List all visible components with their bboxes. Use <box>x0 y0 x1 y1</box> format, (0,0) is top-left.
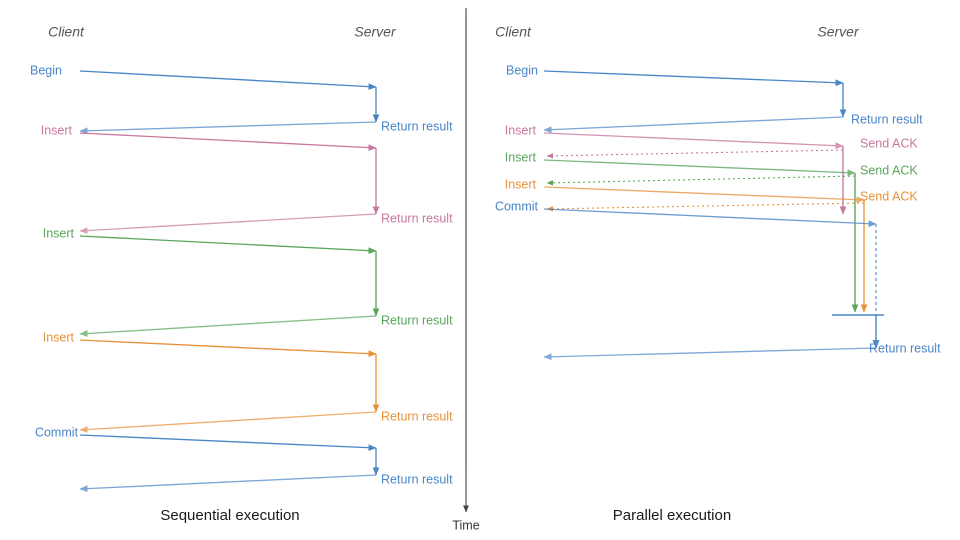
client-message-label-4: Commit <box>35 425 79 439</box>
client-actor-label: Client <box>495 24 532 40</box>
server-message-label-1: Return result <box>381 211 453 225</box>
ack-return-1 <box>546 175 856 186</box>
response-arrow-insert2 <box>79 315 377 337</box>
request-arrow-insert3 <box>543 186 865 204</box>
response-arrow-commit <box>543 347 877 361</box>
response-arrow-insert3 <box>79 411 377 433</box>
server-message-label-0: Return result <box>851 112 923 126</box>
client-message-label-3: Insert <box>43 330 75 344</box>
request-arrow-insert2 <box>543 159 856 177</box>
time-axis-label: Time <box>452 518 479 532</box>
server-message-label-4: Return result <box>869 341 941 355</box>
ack-return-0 <box>546 149 844 159</box>
ack-return-2 <box>546 202 865 212</box>
request-arrow-commit <box>543 208 877 228</box>
request-arrow-commit <box>79 434 377 452</box>
client-message-label-1: Insert <box>505 123 537 137</box>
client-message-label-0: Begin <box>506 63 538 77</box>
client-actor-label: Client <box>48 24 85 40</box>
request-arrow-begin <box>79 70 377 90</box>
server-message-label-1: Send ACK <box>860 136 918 150</box>
server-message-label-0: Return result <box>381 119 453 133</box>
server-message-label-3: Send ACK <box>860 189 918 203</box>
server-actor-label: Server <box>354 24 397 40</box>
server-message-label-2: Send ACK <box>860 163 918 177</box>
response-arrow-begin <box>79 121 377 135</box>
time-axis-layer: Time <box>452 8 480 532</box>
server-actor-label: Server <box>817 24 860 40</box>
client-message-label-4: Commit <box>495 199 539 213</box>
request-arrow-insert1 <box>543 132 844 150</box>
response-arrow-insert1 <box>79 213 377 234</box>
server-message-label-2: Return result <box>381 313 453 327</box>
panel-caption: Parallel execution <box>613 507 731 524</box>
client-message-label-3: Insert <box>505 177 537 191</box>
request-arrow-insert2 <box>79 235 377 254</box>
server-message-label-4: Return result <box>381 472 453 486</box>
client-message-label-2: Insert <box>505 150 537 164</box>
request-arrow-begin <box>543 70 844 87</box>
response-arrow-commit <box>79 474 377 493</box>
client-message-label-1: Insert <box>41 123 73 137</box>
client-message-label-2: Insert <box>43 226 75 240</box>
server-message-label-3: Return result <box>381 409 453 423</box>
request-arrow-insert1 <box>79 132 377 151</box>
response-arrow-begin <box>543 116 844 134</box>
request-arrow-insert3 <box>79 339 377 358</box>
client-message-label-0: Begin <box>30 63 62 77</box>
panel-caption: Sequential execution <box>160 507 299 524</box>
